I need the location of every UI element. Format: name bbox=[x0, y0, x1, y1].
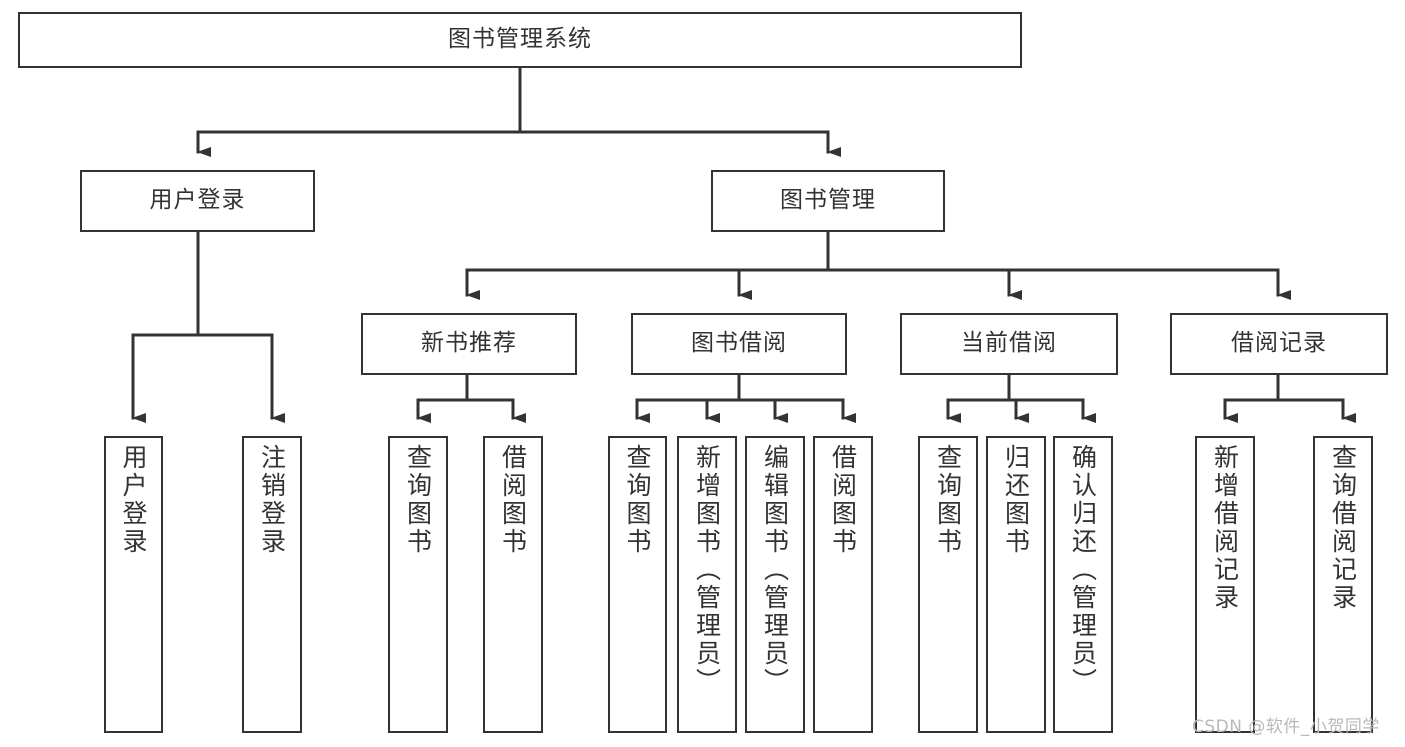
leaf-current-borrow-query[interactable]: 查询图书 bbox=[918, 436, 978, 733]
leaf-book-borrow-query[interactable]: 查询图书 bbox=[608, 436, 667, 733]
leaf-current-borrow-confirm-return[interactable]: 确认归还（管理员） bbox=[1053, 436, 1113, 733]
node-label: 注销登录 bbox=[257, 444, 287, 556]
node-label: 新增图书（管理员） bbox=[692, 444, 722, 696]
node-root-system[interactable]: 图书管理系统 bbox=[18, 12, 1022, 68]
leaf-book-borrow-edit[interactable]: 编辑图书（管理员） bbox=[745, 436, 805, 733]
node-current-borrow[interactable]: 当前借阅 bbox=[900, 313, 1118, 375]
node-label: 新增借阅记录 bbox=[1210, 444, 1240, 612]
leaf-new-book-query[interactable]: 查询图书 bbox=[388, 436, 448, 733]
node-book-borrow[interactable]: 图书借阅 bbox=[631, 313, 847, 375]
leaf-borrow-record-add[interactable]: 新增借阅记录 bbox=[1195, 436, 1255, 733]
node-label: 查询借阅记录 bbox=[1328, 444, 1358, 612]
leaf-current-borrow-return[interactable]: 归还图书 bbox=[986, 436, 1046, 733]
node-label: 用户登录 bbox=[149, 187, 246, 214]
node-label: 图书借阅 bbox=[691, 330, 787, 357]
node-new-book-recommend[interactable]: 新书推荐 bbox=[361, 313, 577, 375]
leaf-borrow-record-query[interactable]: 查询借阅记录 bbox=[1313, 436, 1373, 733]
node-label: 当前借阅 bbox=[961, 330, 1057, 357]
node-label: 图书管理 bbox=[780, 187, 876, 214]
leaf-user-login-login[interactable]: 用户登录 bbox=[104, 436, 163, 733]
node-label: 查询图书 bbox=[623, 444, 652, 556]
node-label: 图书管理系统 bbox=[448, 26, 592, 53]
node-borrow-record[interactable]: 借阅记录 bbox=[1170, 313, 1388, 375]
node-user-login[interactable]: 用户登录 bbox=[80, 170, 315, 232]
leaf-user-login-logout[interactable]: 注销登录 bbox=[242, 436, 302, 733]
node-label: 查询图书 bbox=[403, 444, 433, 556]
node-label: 用户登录 bbox=[119, 444, 148, 556]
leaf-book-borrow-add[interactable]: 新增图书（管理员） bbox=[677, 436, 737, 733]
leaf-book-borrow-borrow[interactable]: 借阅图书 bbox=[813, 436, 873, 733]
node-label: 借阅记录 bbox=[1231, 330, 1327, 357]
leaf-new-book-borrow[interactable]: 借阅图书 bbox=[483, 436, 543, 733]
node-book-management[interactable]: 图书管理 bbox=[711, 170, 945, 232]
node-label: 确认归还（管理员） bbox=[1068, 444, 1098, 696]
node-label: 新书推荐 bbox=[421, 330, 517, 357]
node-label: 借阅图书 bbox=[498, 444, 528, 556]
node-label: 编辑图书（管理员） bbox=[760, 444, 790, 696]
node-label: 归还图书 bbox=[1001, 444, 1031, 556]
csdn-watermark: CSDN @软件_小贺同学 bbox=[1192, 717, 1380, 737]
node-label: 查询图书 bbox=[933, 444, 963, 556]
node-label: 借阅图书 bbox=[828, 444, 858, 556]
